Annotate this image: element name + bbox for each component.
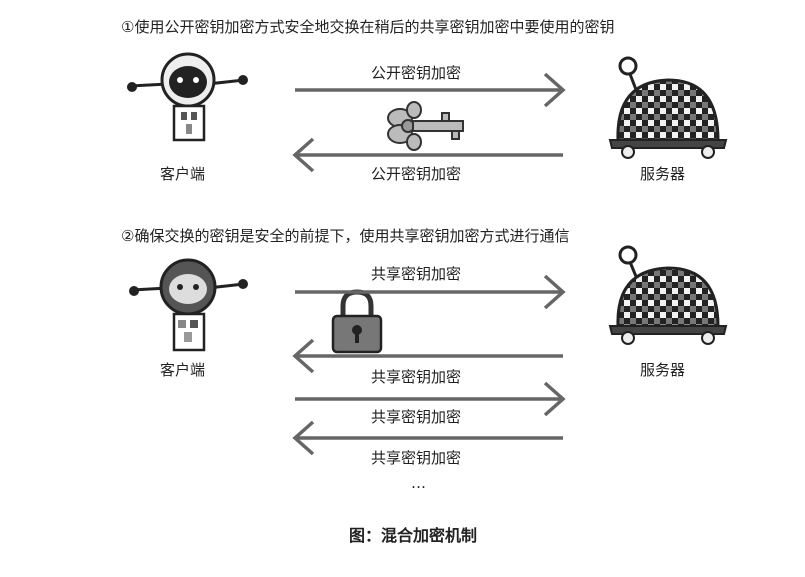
figure-caption: 图：混合加密机制 [349,526,478,545]
key-icon [387,101,464,151]
server-label-2: 服务器 [640,361,686,379]
arrow-label-shared-key-4: 共享密钥加密 [371,449,462,467]
arrow-right-public-key [295,72,566,108]
arrow-label-shared-key-2: 共享密钥加密 [371,368,462,386]
arrow-right-shared-key-1 [295,274,566,310]
arrow-left-public-key [292,137,563,173]
client-robot-icon [127,52,248,142]
client-robot-icon-2 [129,258,248,352]
arrow-label-public-key-top: 公开密钥加密 [371,64,462,82]
lock-icon [331,289,383,354]
arrow-left-shared-key-2 [292,420,563,456]
arrow-right-shared-key-2 [295,381,566,417]
client-label-2: 客户端 [160,361,206,379]
server-label: 服务器 [640,165,686,183]
step-2-text: ②确保交换的密钥是安全的前提下，使用共享密钥加密方式进行通信 [121,227,570,245]
server-robot-icon [608,56,728,159]
arrow-label-shared-key-3: 共享密钥加密 [371,408,462,426]
arrow-label-public-key-bottom: 公开密钥加密 [371,165,462,183]
step-1-text: ①使用公开密钥加密方式安全地交换在稍后的共享密钥加密中要使用的密钥 [121,18,615,36]
arrow-left-shared-key-1 [292,338,563,374]
client-label: 客户端 [160,165,206,183]
ellipsis: … [411,474,426,492]
arrow-label-shared-key-1: 共享密钥加密 [371,265,462,283]
server-robot-icon-2 [608,245,728,345]
